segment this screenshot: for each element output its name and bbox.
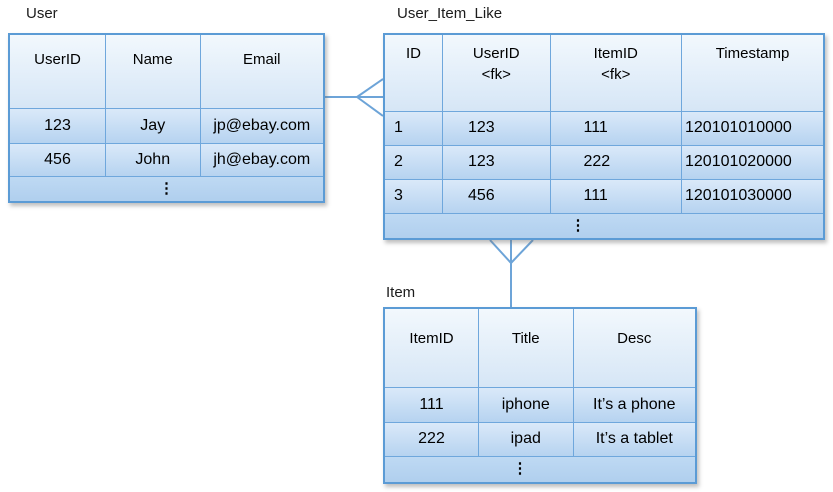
table-row: 2 123 222 120101020000 (385, 144, 823, 179)
column-header: Timestamp (681, 35, 823, 111)
table-title-user-item-like: User_Item_Like (397, 5, 503, 22)
fk-annotation: <fk> (481, 66, 511, 83)
column-header: Desc (572, 309, 696, 387)
column-label: ID (406, 45, 421, 62)
column-header: UserID <fk> (442, 35, 550, 111)
column-header: Name (105, 35, 200, 108)
cell: 456 (44, 150, 71, 168)
cell: 1 (394, 119, 403, 137)
column-header: UserID (34, 51, 81, 68)
cell: 2 (394, 153, 403, 171)
table-title-item: Item (386, 284, 416, 301)
cell: jp@ebay.com (199, 109, 324, 143)
column-header: ItemID (409, 330, 454, 347)
column-header: ItemID <fk> (549, 35, 682, 111)
cell: 222 (549, 145, 682, 179)
table-row: 123 Jay jp@ebay.com (10, 108, 323, 143)
cell: 123 (442, 145, 550, 179)
column-header: ID (385, 35, 442, 111)
cell: It’s a tablet (572, 422, 696, 456)
fk-annotation: <fk> (601, 66, 631, 83)
cell: 456 (442, 180, 550, 213)
cell: It’s a phone (572, 388, 696, 422)
column-label: Timestamp (715, 45, 790, 62)
crow-foot-many-icon (356, 78, 384, 117)
table-user: UserID Name Email 123 Jay jp@ebay.com 45… (8, 33, 325, 203)
useritemlike-to-item-connector (489, 239, 534, 307)
cell: 120101010000 (681, 112, 823, 145)
table-user-item-like-header-row: ID UserID <fk> ItemID <fk> Timestamp (385, 35, 823, 111)
table-item: ItemID Title Desc 111 iphone It’s a phon… (383, 307, 697, 484)
column-header: Title (478, 309, 573, 387)
column-label: ItemID (593, 45, 638, 62)
cell: 111 (549, 180, 682, 213)
cell: 3 (394, 187, 403, 205)
cell: 120101020000 (681, 145, 823, 179)
table-user-header-row: UserID Name Email (10, 35, 323, 108)
table-row: 111 iphone It’s a phone (385, 387, 695, 422)
cell: 123 (442, 112, 550, 145)
table-row: 456 John jh@ebay.com (10, 142, 324, 176)
cell: iphone (478, 388, 573, 422)
table-title-user: User (26, 5, 58, 22)
cell: 111 (419, 395, 444, 413)
cell: John (105, 143, 200, 176)
table-item-header-row: ItemID Title Desc (385, 309, 695, 387)
more-rows-ellipsis: ⋮ (385, 212, 823, 238)
table-row: 3 456 111 120101030000 (385, 179, 823, 213)
more-rows-ellipsis: ⋮ (10, 176, 323, 201)
column-label: UserID (472, 45, 520, 62)
cell: jh@ebay.com (199, 143, 324, 176)
cell: 120101030000 (681, 180, 823, 213)
user-to-useritemlike-connector (325, 78, 384, 117)
cell: 222 (418, 430, 445, 447)
table-row: 1 123 111 120101010000 (385, 111, 823, 145)
cell: 123 (44, 116, 71, 134)
table-row: 222 ipad It’s a tablet (385, 421, 696, 456)
crow-foot-many-icon (489, 239, 534, 264)
more-rows-ellipsis: ⋮ (385, 455, 695, 482)
column-header: Email (199, 35, 324, 108)
table-user-item-like: ID UserID <fk> ItemID <fk> Timestamp 1 1… (383, 33, 825, 240)
cell: Jay (105, 109, 200, 143)
cell: ipad (478, 422, 573, 456)
cell: 111 (549, 112, 682, 145)
